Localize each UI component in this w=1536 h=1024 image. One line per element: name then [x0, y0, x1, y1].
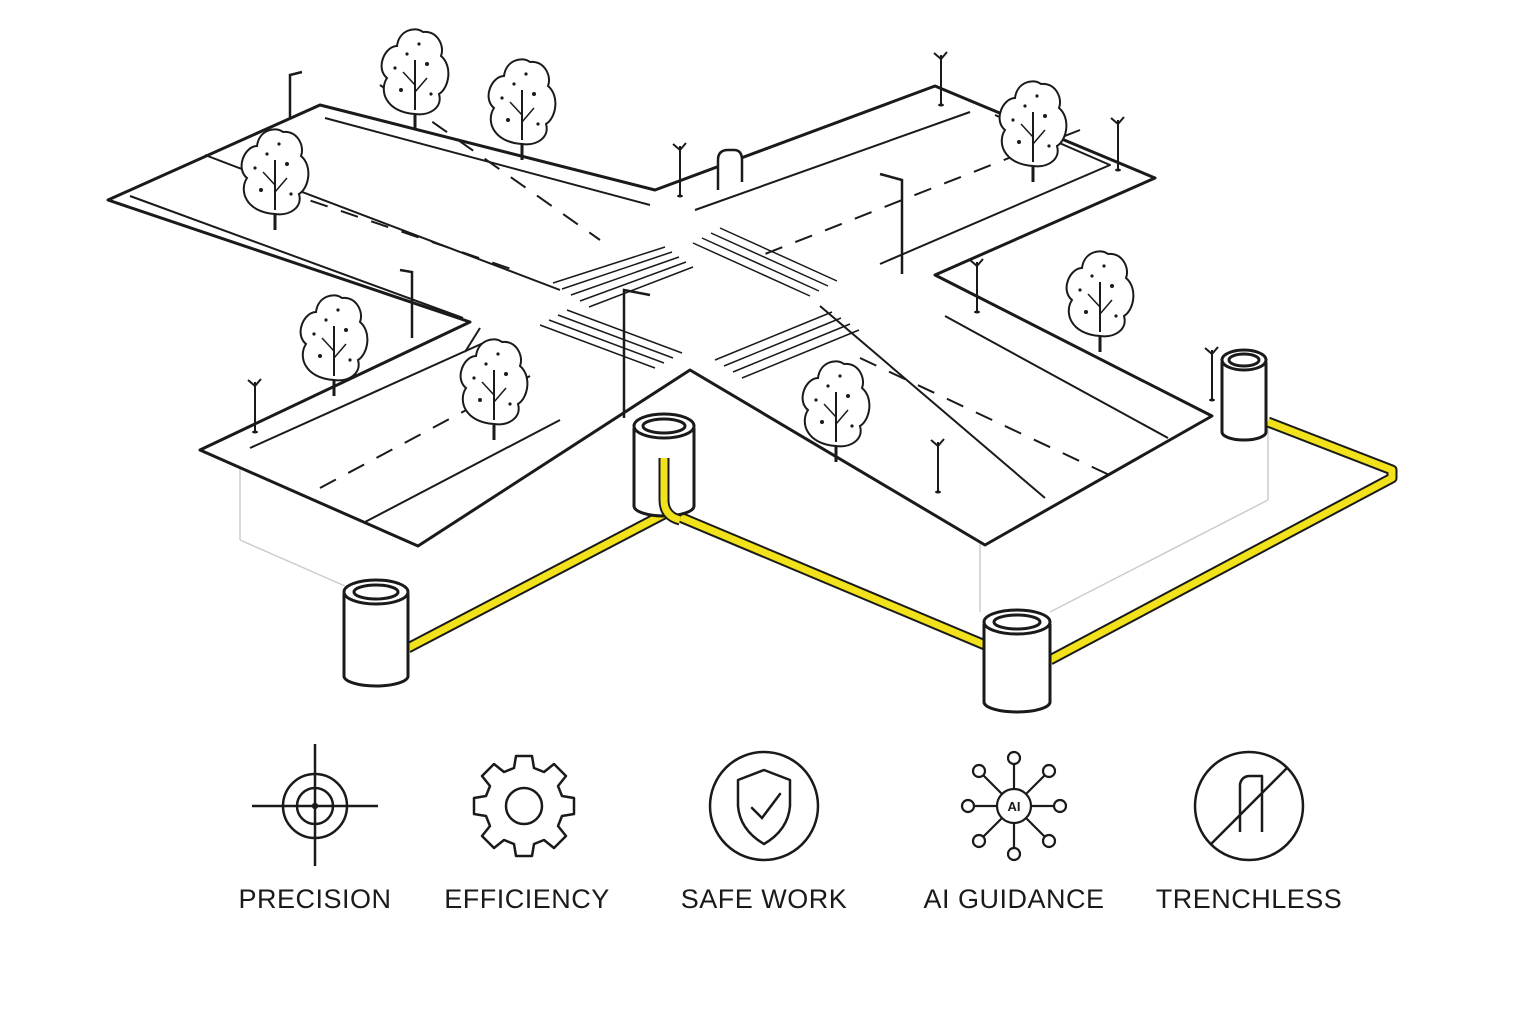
shaft-bottom — [982, 608, 1052, 714]
trenchless-icon — [1193, 750, 1305, 862]
shield-check-icon — [708, 750, 820, 862]
street-lamps — [288, 70, 904, 418]
ai-badge-text: AI — [1008, 799, 1021, 814]
shaft-right — [1220, 348, 1268, 442]
gear-icon — [472, 754, 576, 858]
feature-label-trenchless: TRENCHLESS — [1155, 884, 1343, 914]
access-shafts — [342, 348, 1268, 714]
feature-label-precision: PRECISION — [238, 884, 392, 914]
road-intersection — [106, 84, 1214, 548]
crosshair-icon — [252, 744, 378, 866]
feature-label-efficiency: EFFICIENCY — [444, 884, 610, 914]
crosswalks — [539, 227, 860, 379]
depth-guides — [239, 428, 1269, 613]
shaft-left — [342, 578, 410, 688]
feature-label-safe-work: SAFE WORK — [680, 884, 848, 914]
ai-network-icon — [960, 750, 1068, 862]
shaft-center — [632, 412, 696, 526]
kiosk — [716, 148, 744, 190]
feature-label-ai-guidance: AI GUIDANCE — [923, 884, 1105, 914]
